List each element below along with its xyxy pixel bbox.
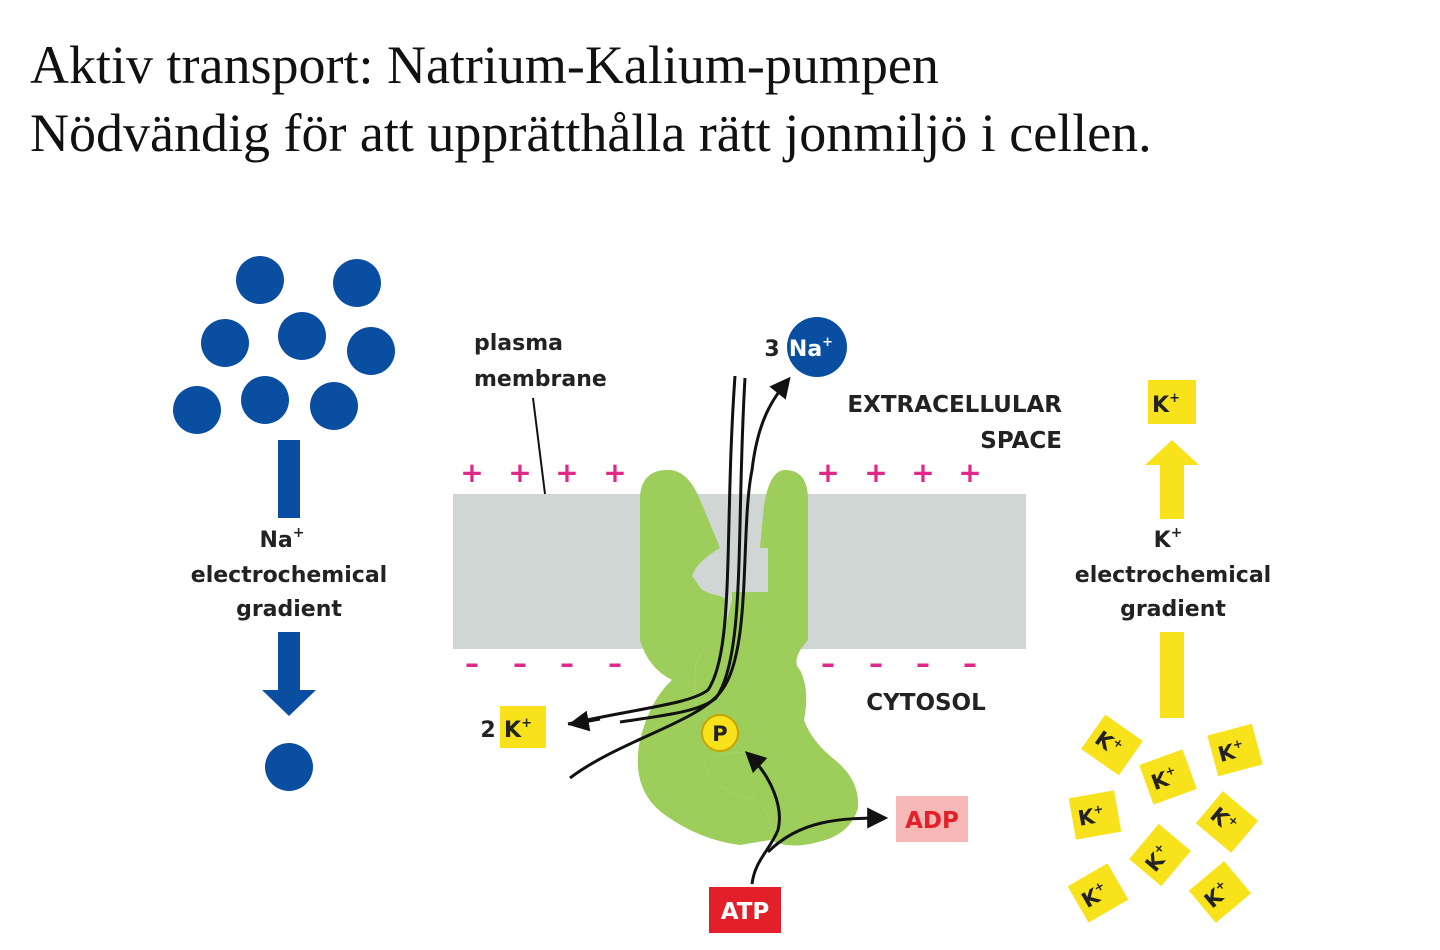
sodium-efflux-arrow <box>569 376 791 780</box>
na-gradient-arrow-shaft-top <box>278 440 300 518</box>
title-line-2: Nödvändig för att upprätthålla rätt jonm… <box>30 103 1152 163</box>
k-gradient-label-line-2: electrochemical <box>1075 563 1271 588</box>
cytosol-label: CYTOSOL <box>866 690 986 716</box>
svg-text:K+: K+ <box>1076 802 1106 831</box>
sodium-symbol: Na <box>789 337 822 362</box>
k-gradient-arrow-shaft <box>1160 632 1184 718</box>
phosphate-group <box>701 714 739 752</box>
sodium-ion <box>201 319 249 367</box>
potassium-ion: K+ <box>1068 790 1122 840</box>
minus-sign: – <box>916 647 930 680</box>
sodium-ion-pumped <box>787 317 847 377</box>
plus-sign: + <box>816 456 839 489</box>
k-gradient-arrow-shaft-top <box>1160 463 1184 519</box>
plasma-membrane-leader <box>532 397 546 495</box>
k-top-symbol: K <box>1152 393 1170 418</box>
plus-sign: + <box>958 456 981 489</box>
sodium-ion <box>278 312 326 360</box>
extracellular-label-line-1: EXTRACELLULAR <box>847 392 1062 418</box>
sodium-count: 3 <box>764 337 779 362</box>
potassium-influx-arrow <box>567 710 601 732</box>
na-gradient-label-line-3: gradient <box>236 597 342 622</box>
na-gradient-arrow-shaft <box>278 632 300 692</box>
na-gradient-arrow-head <box>262 690 316 716</box>
sodium-ion-cluster <box>173 256 395 434</box>
svg-text:K+: K+ <box>1152 391 1180 418</box>
k-gradient-label-line-3: gradient <box>1120 597 1226 622</box>
negative-charges: – – – – – – – – <box>465 647 977 680</box>
svg-text:K+: K+ <box>1215 736 1247 767</box>
atp-label: ATP <box>721 899 770 925</box>
potassium-ion: K+ <box>1188 861 1252 923</box>
sodium-ion <box>241 376 289 424</box>
potassium-ion: K+ <box>1081 714 1143 776</box>
atp-box <box>709 887 781 933</box>
minus-sign: – <box>869 647 883 680</box>
svg-text:K+: K+ <box>1148 763 1181 796</box>
phosphate-label: P <box>712 722 727 746</box>
plus-sign: + <box>911 456 934 489</box>
svg-text:Na+: Na+ <box>789 335 833 362</box>
sodium-charge: + <box>822 335 833 350</box>
sodium-ion <box>236 256 284 304</box>
potassium-ion-pumped <box>500 706 546 748</box>
sodium-ion <box>310 382 358 430</box>
potassium-ion-cluster: K+ K+ K+ K+ K+ K+ K+ K+ <box>1067 714 1263 923</box>
potassium-ion: K+ <box>1207 723 1263 777</box>
sodium-potassium-pump <box>637 470 859 846</box>
plus-sign: + <box>555 456 578 489</box>
plasma-membrane-label-line-1: plasma <box>474 331 563 356</box>
na-gradient-ion-label: Na <box>260 528 293 553</box>
k-gradient-arrow-head <box>1145 440 1199 465</box>
potassium-ion: K+ <box>1067 863 1129 923</box>
plus-sign: + <box>508 456 531 489</box>
minus-sign: – <box>560 647 574 680</box>
minus-sign: – <box>465 647 479 680</box>
sodium-ion <box>333 259 381 307</box>
positive-charges: + + + + + + + + <box>460 456 981 489</box>
sodium-ion <box>347 327 395 375</box>
adp-box <box>896 796 968 842</box>
plus-sign: + <box>864 456 887 489</box>
adp-label: ADP <box>905 808 959 834</box>
potassium-ion: K+ <box>1195 791 1259 853</box>
potassium-count: 2 <box>480 718 495 743</box>
k-gradient-ion-label: K <box>1154 528 1172 553</box>
plus-sign: + <box>603 456 626 489</box>
title-line-1: Aktiv transport: Natrium-Kalium-pumpen <box>30 35 939 95</box>
potassium-symbol: K <box>504 718 522 743</box>
adp-release-arrow <box>766 807 889 854</box>
svg-text:K+: K+ <box>504 716 532 743</box>
k-gradient-charge: + <box>1171 525 1183 541</box>
minus-sign: – <box>821 647 835 680</box>
minus-sign: – <box>963 647 977 680</box>
plasma-membrane-label-line-2: membrane <box>474 367 607 392</box>
potassium-charge: + <box>521 716 532 731</box>
sodium-ion <box>265 743 313 791</box>
na-gradient-charge: + <box>293 525 305 541</box>
extracellular-label-line-2: SPACE <box>980 428 1062 454</box>
minus-sign: – <box>608 647 622 680</box>
phosphorylation-arrow <box>744 751 781 885</box>
channel-line-outer <box>567 375 737 726</box>
potassium-ion: K+ <box>1129 823 1191 887</box>
svg-text:K+: K+ <box>1154 525 1183 553</box>
sodium-ion <box>173 386 221 434</box>
potassium-ion-top <box>1148 380 1196 424</box>
potassium-ion: K+ <box>1139 749 1197 805</box>
na-gradient-label-line-2: electrochemical <box>191 563 387 588</box>
minus-sign: – <box>513 647 527 680</box>
svg-text:Na+: Na+ <box>260 525 305 553</box>
channel-line-inner <box>619 377 747 724</box>
plus-sign: + <box>460 456 483 489</box>
k-top-charge: + <box>1169 391 1180 406</box>
